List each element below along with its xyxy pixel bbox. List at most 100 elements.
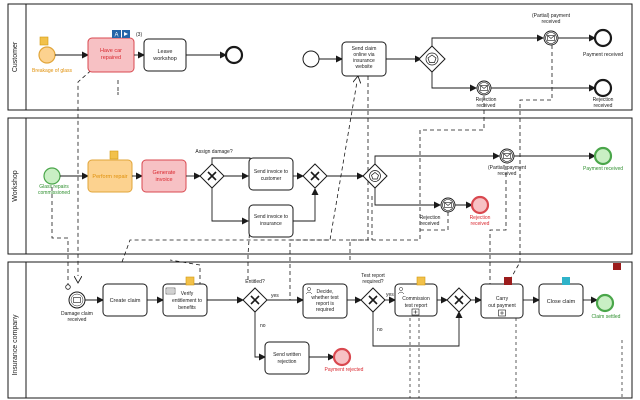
payment-rejected-end[interactable] — [332, 347, 352, 367]
customer-rejection-end-label-2: received — [594, 103, 613, 109]
leave-workshop-label-1: Leave — [158, 49, 173, 55]
customer-payment-received-label: Payment received — [583, 52, 623, 58]
have-car-repaired-label-1: Have car — [100, 48, 122, 54]
workshop-rejection-end[interactable] — [470, 195, 490, 215]
commission-badge-icon — [416, 276, 426, 286]
have-car-repaired-label-2: repaired — [101, 55, 121, 61]
customer-partial-payment-label-2: received — [542, 19, 561, 25]
person-icon — [305, 287, 313, 295]
workshop-rejection-label-1: Rejection — [420, 215, 441, 221]
annotation-marker: (3) — [136, 32, 142, 38]
insurance-lane: Damage claim received Create claim Verif… — [61, 263, 623, 398]
payment-rejected-label: Payment rejected — [325, 367, 364, 373]
verify-label-3: benefits — [178, 305, 196, 311]
send-claim-label-4: website — [356, 64, 373, 70]
send-invoice-insurance-label-2: insurance — [260, 221, 282, 227]
exclusive-gateway-icon — [310, 171, 320, 181]
keyboard-icon — [165, 287, 176, 295]
exclusive-gateway-icon — [207, 171, 217, 181]
glass-repair-label-2: commissioned — [38, 190, 70, 196]
entitled-label: Entitled? — [245, 279, 265, 285]
customer-partial-payment-label-1: (Partial) payment — [532, 13, 571, 19]
test-report-label-1: Test report — [361, 273, 385, 279]
close-claim-label: Close claim — [547, 299, 576, 305]
carry-payment-label-2: out payment — [488, 303, 516, 309]
customer-event-gateway[interactable] — [418, 45, 446, 73]
pentagon-icon — [427, 54, 437, 63]
commission-label-2: test report — [405, 303, 428, 309]
test-report-no-label: no — [377, 327, 383, 333]
customer-rejection-end-label-1: Rejection — [593, 97, 614, 103]
decide-label-2: whether test — [311, 295, 339, 301]
envelope-icon — [73, 297, 81, 303]
decide-label-3: report is — [316, 301, 335, 307]
person-icon — [397, 287, 405, 295]
send-claim-label-2: online via — [353, 52, 374, 58]
workshop-rejection-label-2: received — [421, 221, 440, 227]
test-report-yes-label: yes — [386, 292, 394, 298]
pool-label-workshop: Workshop — [12, 170, 19, 201]
payment-badge-icon — [504, 277, 512, 285]
customer-lane: Breakage of glass Have car repaired A (3… — [32, 13, 623, 109]
workshop-partial-payment-event[interactable] — [499, 148, 515, 164]
send-invoice-insurance-label-1: Send invoice to — [254, 214, 288, 220]
carry-payment-label-1: Carry — [496, 296, 509, 302]
customer-rejection-end[interactable] — [593, 78, 613, 98]
subprocess-marker-icon — [411, 308, 420, 316]
envelope-icon — [444, 202, 452, 208]
exclusive-gateway-icon — [368, 295, 378, 305]
customer-rejection-event[interactable] — [476, 80, 492, 96]
decide-label-1: Decide, — [317, 289, 334, 295]
perform-repair-badge-icon — [109, 150, 119, 160]
damage-claim-start-event[interactable] — [68, 291, 86, 309]
customer-rejection-label-2: received — [477, 103, 496, 109]
rejection-label-1: Send written — [273, 352, 301, 358]
customer-start-event-2[interactable] — [302, 50, 320, 68]
send-invoice-customer-label-1: Send invoice to — [254, 169, 288, 175]
entitled-yes-label: yes — [271, 293, 279, 299]
pool-label-customer: Customer — [12, 41, 19, 72]
customer-partial-payment-event[interactable] — [543, 30, 559, 46]
generate-invoice-label-2: invoice — [155, 177, 172, 183]
decide-label-4: required — [316, 307, 335, 313]
leave-workshop-task[interactable] — [143, 38, 187, 72]
perform-repair-label: Perform repair — [92, 174, 127, 180]
pool-label-insurance: Insurance company — [12, 314, 19, 376]
invoice-join-gateway[interactable] — [302, 163, 328, 189]
workshop-payment-received-end[interactable] — [593, 146, 613, 166]
glass-repair-label-1: Glass repairs — [39, 184, 69, 190]
breakage-start-event[interactable] — [38, 46, 56, 64]
envelope-icon — [503, 153, 511, 159]
send-written-rejection-task[interactable] — [264, 341, 310, 375]
assign-damage-label: Assign damage? — [195, 149, 232, 155]
decide-test-report-task[interactable] — [302, 283, 348, 319]
verify-label-1: Verify — [181, 291, 194, 297]
envelope-icon — [547, 35, 555, 41]
workshop-lane: Glass repairs commissioned Perform repai… — [38, 146, 623, 238]
customer-payment-received-end[interactable] — [593, 28, 613, 48]
customer-end-event-1[interactable] — [224, 45, 244, 65]
create-claim-label: Create claim — [110, 298, 141, 304]
workshop-payment-received-label: Payment received — [583, 166, 623, 172]
send-invoice-customer-task[interactable] — [248, 157, 294, 191]
damage-claim-label-2: received — [68, 317, 87, 323]
test-report-label-2: required? — [362, 279, 383, 285]
exclusive-gateway-icon — [454, 295, 464, 305]
verify-badge-icon — [185, 276, 195, 286]
role-badge-letter: A — [114, 33, 118, 39]
generate-invoice-task[interactable] — [141, 159, 187, 193]
close-claim-badge-icon — [562, 277, 570, 285]
rejection-label-2: rejection — [278, 359, 297, 365]
carry-out-payment-task[interactable] — [480, 283, 524, 319]
envelope-icon — [480, 85, 488, 91]
claim-settled-label: Claim settled — [592, 314, 621, 320]
test-report-join-gateway[interactable] — [446, 287, 472, 313]
role-badge-icon — [112, 30, 121, 38]
commission-label-1: Commission — [402, 296, 430, 302]
workshop-partial-payment-label-2: received — [498, 171, 517, 177]
glass-repair-start-event[interactable] — [43, 167, 61, 185]
claim-settled-end[interactable] — [595, 293, 615, 313]
leave-workshop-label-2: workshop — [152, 56, 177, 62]
workshop-rejection-event[interactable] — [440, 197, 456, 213]
